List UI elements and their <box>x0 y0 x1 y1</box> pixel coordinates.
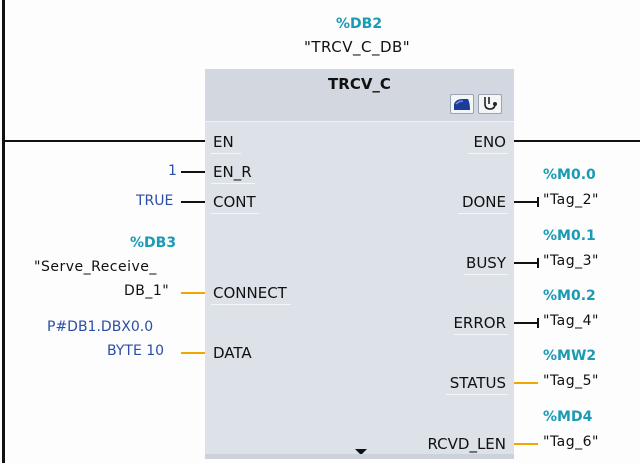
pin-rcvd-len: RCVD_LEN <box>427 435 506 453</box>
output-terminal <box>537 258 539 268</box>
pin-busy: BUSY <box>466 254 506 272</box>
busy-address[interactable]: %M0.1 <box>543 228 596 244</box>
pin-underline <box>454 334 508 335</box>
pin-eno: ENO <box>473 133 506 151</box>
done-tag[interactable]: "Tag_2" <box>543 192 599 208</box>
connect-value-line1[interactable]: "Serve_Receive_ <box>34 259 157 275</box>
wire-status <box>514 382 538 384</box>
block-header: TRCV_C <box>205 69 514 122</box>
error-address[interactable]: %M0.2 <box>543 288 596 304</box>
data-value-line2[interactable]: BYTE 10 <box>107 343 165 359</box>
pin-underline <box>468 153 508 154</box>
pin-en-r: EN_R <box>213 163 252 181</box>
pin-cont: CONT <box>213 193 256 211</box>
wire-rcvd-len <box>514 443 538 445</box>
busy-tag[interactable]: "Tag_3" <box>543 253 599 269</box>
pin-error: ERROR <box>453 314 506 332</box>
expand-block-arrow-icon[interactable] <box>355 449 367 455</box>
diagnostics-stethoscope-icon[interactable] <box>478 94 502 114</box>
pin-status: STATUS <box>449 374 506 392</box>
pin-underline <box>211 153 241 154</box>
rung-line-eno <box>514 140 640 142</box>
wire-cont <box>181 201 205 203</box>
connect-db-address[interactable]: %DB3 <box>130 235 177 251</box>
wire-done <box>514 201 538 203</box>
done-address[interactable]: %M0.0 <box>543 167 596 183</box>
pin-underline <box>458 213 508 214</box>
status-address[interactable]: %MW2 <box>543 348 597 364</box>
cont-value[interactable]: TRUE <box>136 193 174 209</box>
output-terminal <box>537 318 539 328</box>
wire-error <box>514 322 538 324</box>
wire-data <box>181 352 205 354</box>
left-power-rail <box>2 0 5 463</box>
rung-line-en <box>4 140 205 142</box>
pin-underline <box>464 274 508 275</box>
pin-underline <box>211 183 255 184</box>
pin-underline <box>211 213 259 214</box>
wire-en-r <box>181 171 205 173</box>
instance-db-address[interactable]: %DB2 <box>336 16 383 32</box>
block-footer <box>205 454 514 459</box>
status-tag[interactable]: "Tag_5" <box>543 373 599 389</box>
pin-data: DATA <box>213 344 252 362</box>
download-icon[interactable] <box>450 94 474 114</box>
rcvd-len-tag[interactable]: "Tag_6" <box>543 434 599 450</box>
pin-done: DONE <box>461 193 506 211</box>
wire-busy <box>514 262 538 264</box>
block-title: TRCV_C <box>328 75 391 93</box>
pin-underline <box>211 304 291 305</box>
pin-connect: CONNECT <box>213 284 287 302</box>
en-r-value[interactable]: 1 <box>168 163 177 179</box>
instance-db-name[interactable]: "TRCV_C_DB" <box>304 38 411 56</box>
wire-connect <box>181 292 205 294</box>
pin-underline <box>446 394 508 395</box>
trcv-c-block[interactable]: TRCV_C EN EN_R CONT CONNECT DATA ENO DON… <box>205 69 514 459</box>
pin-en: EN <box>213 133 234 151</box>
output-terminal <box>537 197 539 207</box>
rcvd-len-address[interactable]: %MD4 <box>543 409 593 425</box>
connect-value-line2[interactable]: DB_1" <box>124 283 170 299</box>
data-value-line1[interactable]: P#DB1.DBX0.0 <box>47 319 154 335</box>
error-tag[interactable]: "Tag_4" <box>543 313 599 329</box>
